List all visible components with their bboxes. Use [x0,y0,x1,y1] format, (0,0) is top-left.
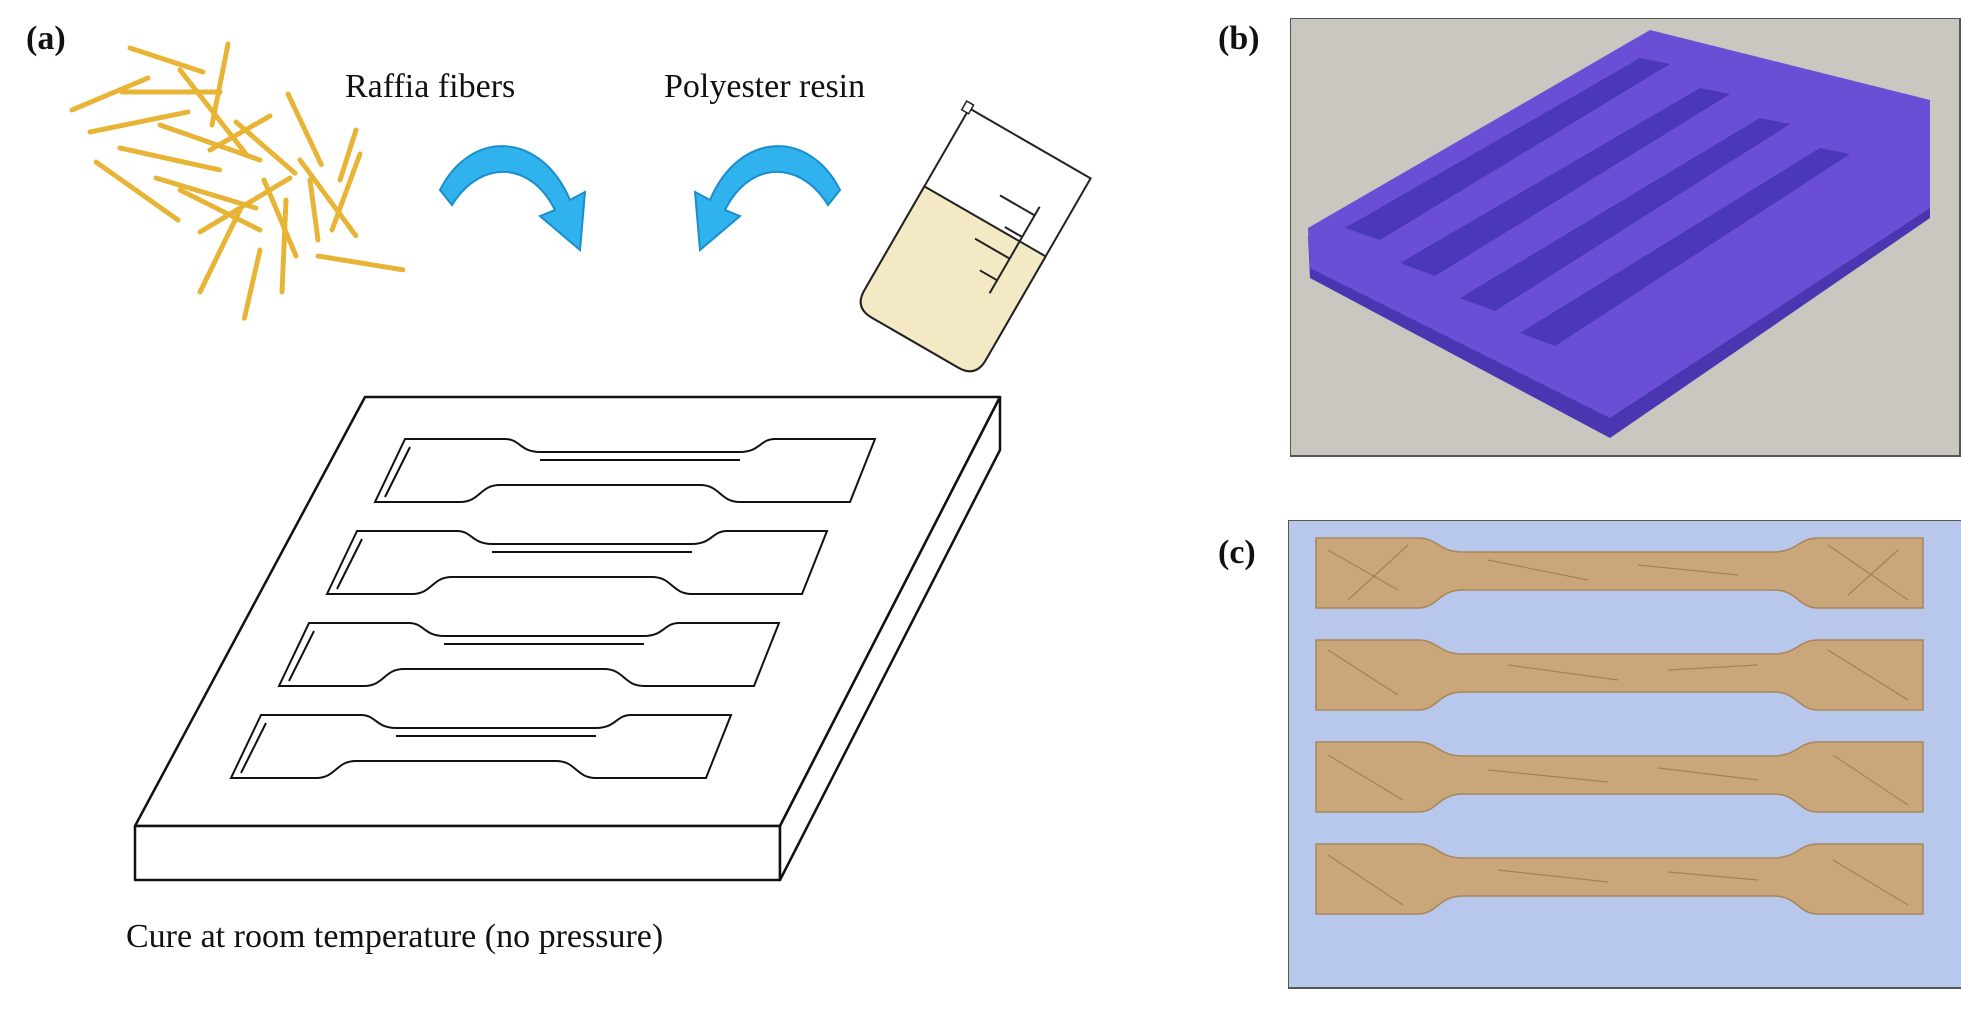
mold-cavity [373,438,877,503]
arrow-left-down-icon [693,145,842,253]
specimen-bar [1315,639,1924,711]
raffia-fibers-cluster [69,41,407,323]
panel-c-label: (c) [1218,534,1256,571]
mold-cavity [325,530,829,595]
specimen-bar [1315,843,1924,915]
mold-cavity [277,622,781,687]
mold-drawing [133,395,1002,882]
mold-photo [1290,18,1961,457]
polyester-resin-caption: Polyester resin [664,68,866,105]
specimen-bar [1315,537,1924,609]
cure-caption: Cure at room temperature (no pressure) [126,918,664,955]
specimen-bar [1315,741,1924,813]
beaker-icon [859,100,1092,373]
specimens-photo [1288,520,1961,989]
raffia-fibers-caption: Raffia fibers [345,68,516,105]
mold-cavity [229,714,733,779]
panel-a-label: (a) [26,20,66,57]
panel-b-label: (b) [1218,20,1260,57]
arrow-right-down-icon [438,145,587,253]
